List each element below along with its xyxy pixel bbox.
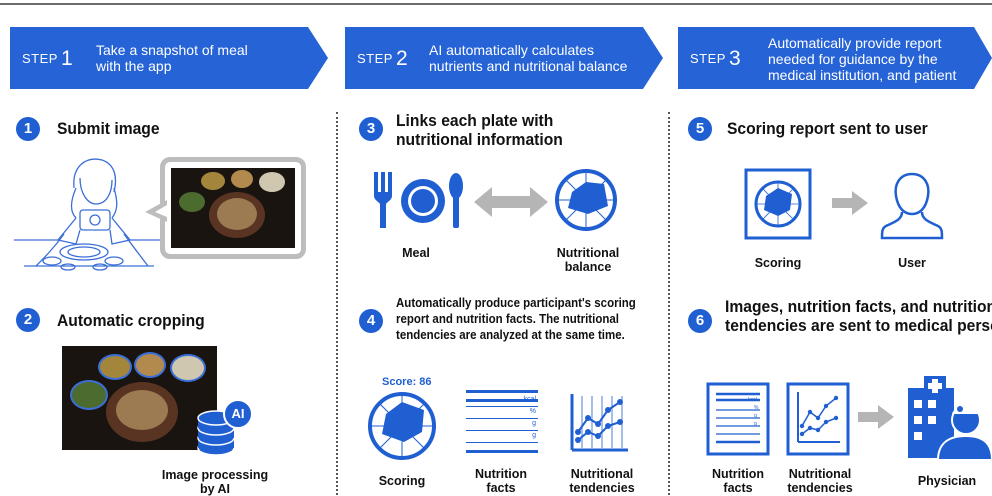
score-value: Score: 86 [382, 376, 432, 388]
column-divider [668, 112, 670, 495]
ai-badge-text: AI [231, 406, 245, 421]
badge-3: 3 [359, 117, 383, 141]
meal-photo [171, 168, 295, 248]
user-caption: User [898, 256, 926, 270]
facts-unit: % [754, 405, 759, 411]
cropped-meal-photo [62, 346, 217, 450]
nutritional-tendencies-chart-icon [570, 394, 628, 452]
user-icon [880, 172, 944, 240]
nutrition-facts-document-icon [706, 382, 770, 456]
ai-database-icon [197, 399, 253, 456]
arrow-right-icon [858, 405, 894, 429]
top-rule [0, 3, 992, 5]
scoring-chart-icon [368, 392, 436, 460]
chevron-shape [10, 27, 328, 89]
hospital-physician-icon [908, 376, 992, 460]
meal-cutlery-icon [374, 172, 463, 228]
facts-unit: g [754, 421, 757, 427]
facts-unit: kcal [748, 397, 757, 403]
person-taking-photo-illustration [14, 158, 164, 271]
scoring-caption-col3: Scoring [754, 256, 802, 270]
meal-caption: Meal [402, 246, 430, 260]
submit-image-heading: Submit image [57, 119, 160, 138]
automatic-cropping-heading: Automatic cropping [57, 311, 205, 330]
badge-6: 6 [688, 309, 712, 333]
medical-personnel-heading: Images, nutrition facts, and nutritional… [725, 297, 992, 335]
double-arrow-icon [474, 187, 548, 217]
scoring-report-icon [744, 168, 812, 240]
app-photo-bubble [160, 157, 306, 259]
arrow-right-icon [832, 191, 868, 215]
nutritional-tendencies-document-icon [786, 382, 850, 456]
badge-2: 2 [16, 308, 40, 332]
scoring-report-heading: Scoring report sent to user [727, 119, 928, 138]
physician-caption: Physician [917, 474, 977, 488]
scoring-report-description: Automatically produce participant's scor… [396, 296, 636, 342]
nutrition-facts-table-icon: kcal % g g [466, 390, 538, 456]
badge-4: 4 [359, 309, 383, 333]
column-divider [336, 112, 338, 495]
badge-5: 5 [688, 117, 712, 141]
nutritional-balance-chart-icon [555, 169, 617, 231]
scoring-caption: Scoring [378, 474, 426, 488]
facts-unit: g [754, 413, 757, 419]
badge-1: 1 [16, 117, 40, 141]
chevron-shape [678, 27, 992, 89]
chevron-shape [345, 27, 663, 89]
bubble-pointer [145, 200, 167, 222]
